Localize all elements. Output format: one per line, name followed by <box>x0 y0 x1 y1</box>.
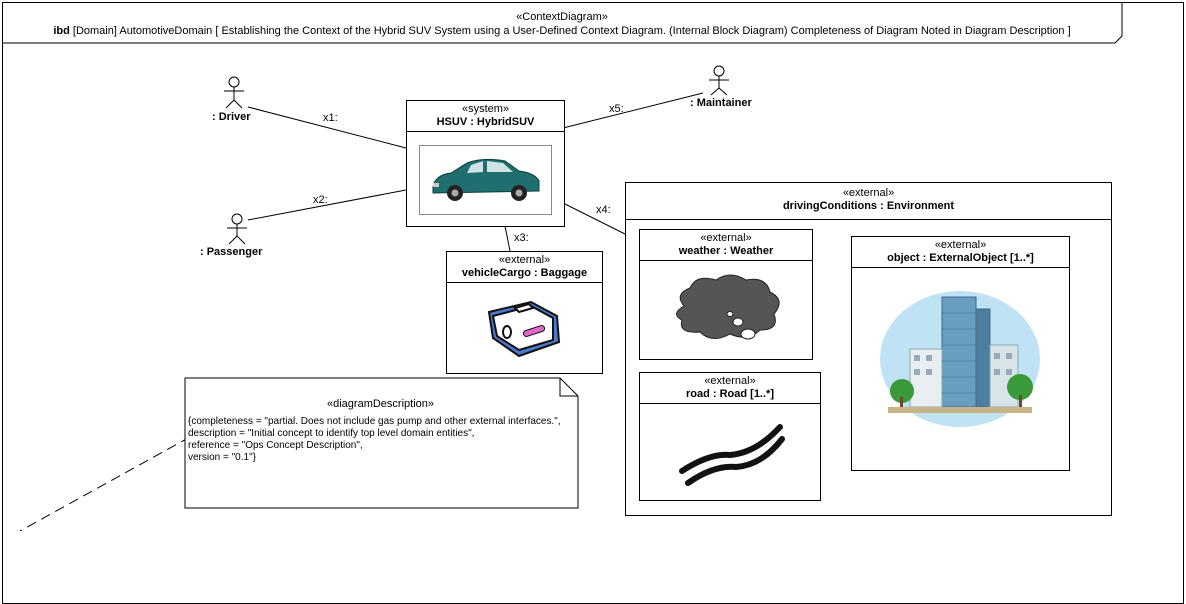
cargo-stereotype: «external» <box>498 254 551 266</box>
cargo-header: «external» vehicleCargo : Baggage <box>447 252 602 283</box>
frame-name-text: [Domain] AutomotiveDomain [ Establishing… <box>72 25 1071 37</box>
cloud-image <box>676 274 780 340</box>
passenger-name[interactable]: : Passenger <box>200 246 263 258</box>
frame-name: ibd [Domain] AutomotiveDomain [ Establis… <box>2 24 1122 38</box>
passenger-actor-icon <box>227 213 247 245</box>
weather-header: «external» weather : Weather <box>640 230 812 261</box>
connector-label-x4: x4: <box>596 204 611 216</box>
connector-x5 <box>562 92 704 129</box>
driver-name[interactable]: : Driver <box>212 111 251 123</box>
frame-stereotype: «ContextDiagram» <box>516 11 608 23</box>
building-image <box>880 291 1040 427</box>
weather-stereotype: «external» <box>700 232 752 244</box>
connector-label-x2: x2: <box>313 194 328 206</box>
car-image <box>419 145 552 215</box>
object-stereotype: «external» <box>934 239 987 251</box>
frame-title: «ContextDiagram» ibd [Domain] Automotive… <box>2 2 1122 42</box>
environment-header: «external» drivingConditions : Environme… <box>626 183 1111 215</box>
cargo-name: vehicleCargo : Baggage <box>461 267 588 279</box>
road-image <box>679 424 785 486</box>
weather-block[interactable]: «external» weather : Weather <box>639 229 813 360</box>
object-header: «external» object : ExternalObject [1..*… <box>852 237 1069 268</box>
maintainer-actor-icon <box>709 65 729 96</box>
cargo-block[interactable]: «external» vehicleCargo : Baggage <box>446 251 603 374</box>
note-anchor-line <box>19 436 191 531</box>
connector-layer <box>2 2 1123 531</box>
road-block[interactable]: «external» road : Road [1..*] <box>639 372 821 501</box>
note-body[interactable]: {completeness = "partial. Does not inclu… <box>188 416 561 463</box>
connector-label-x3: x3: <box>514 232 529 244</box>
note-stereotype: «diagramDescription» <box>327 398 434 410</box>
environment-block[interactable]: «external» drivingConditions : Environme… <box>625 182 1112 516</box>
connector-label-x5: x5: <box>609 103 624 115</box>
frame-title-tab <box>2 2 1123 44</box>
suitcase-image <box>487 300 561 358</box>
connector-x1 <box>247 106 407 149</box>
connector-x3 <box>504 225 511 252</box>
driver-actor-icon <box>224 76 244 109</box>
note-shape <box>184 377 579 509</box>
system-name: HSUV : HybridSUV <box>436 116 535 128</box>
system-stereotype: «system» <box>461 103 510 115</box>
environment-name: drivingConditions : Environment <box>782 200 955 212</box>
system-header: «system» HSUV : HybridSUV <box>407 101 564 132</box>
object-name: object : ExternalObject [1..*] <box>887 252 1034 264</box>
system-block-hsuv[interactable]: «system» HSUV : HybridSUV <box>406 100 565 227</box>
connector-x4 <box>562 202 626 235</box>
weather-name: weather : Weather <box>678 245 774 257</box>
environment-divider <box>626 219 1111 220</box>
environment-stereotype: «external» <box>842 187 895 199</box>
road-name: road : Road [1..*] <box>685 388 774 400</box>
road-stereotype: «external» <box>704 375 756 387</box>
object-block[interactable]: «external» object : ExternalObject [1..*… <box>851 236 1070 471</box>
connector-label-x1: x1: <box>323 112 338 124</box>
connector-x2 <box>247 189 407 221</box>
frame-kind: ibd <box>53 25 70 37</box>
maintainer-name[interactable]: : Maintainer <box>690 97 752 109</box>
road-header: «external» road : Road [1..*] <box>640 373 820 404</box>
